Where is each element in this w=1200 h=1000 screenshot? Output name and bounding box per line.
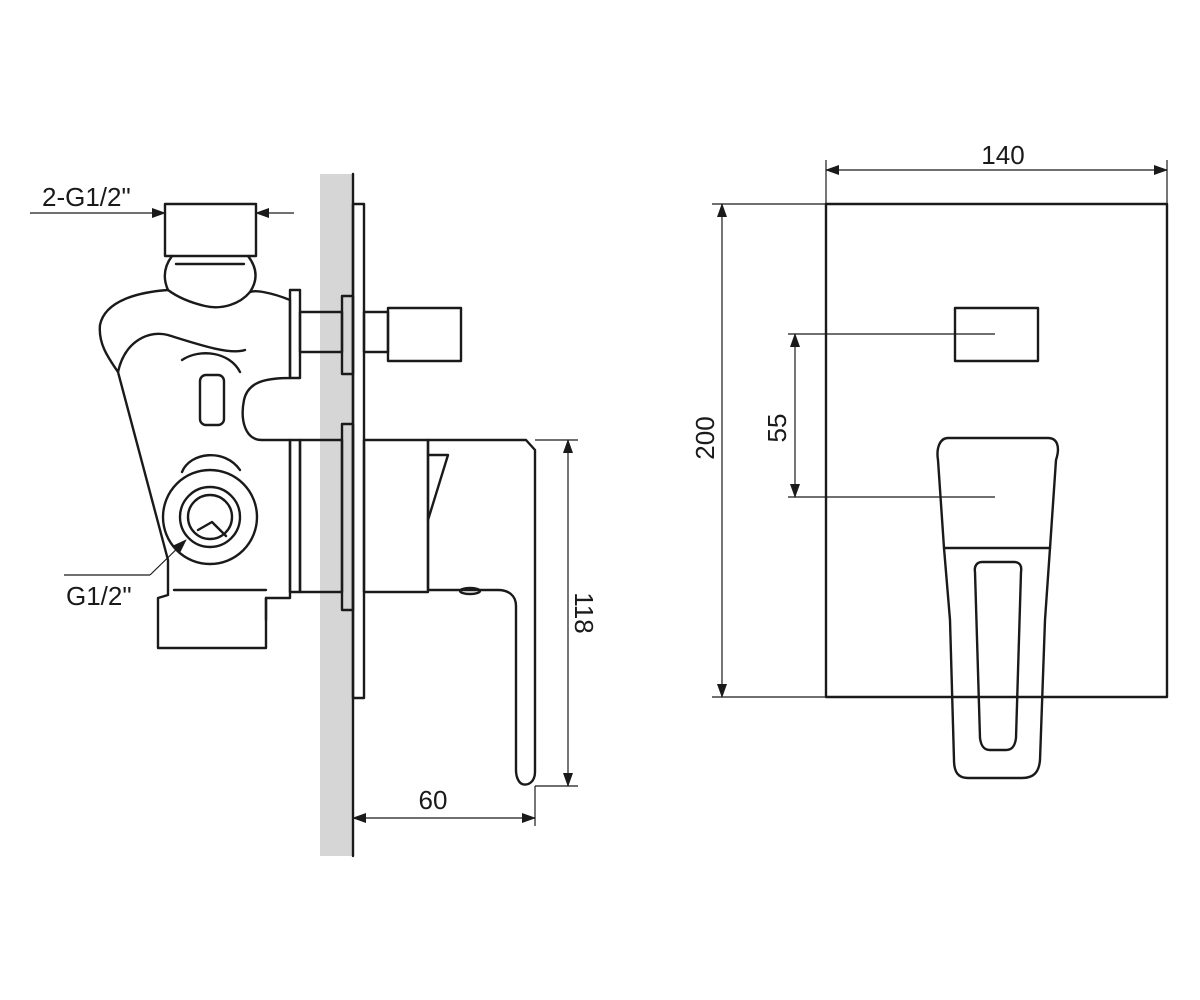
body-contour-c: [180, 454, 242, 474]
inlet-nut: [163, 202, 258, 258]
dim-outlet-thread: G1/2": [64, 539, 187, 611]
body-flange-upper: [288, 288, 302, 380]
outlet-port-outer: [161, 468, 259, 566]
dim-plate-width: 140: [825, 140, 1168, 204]
front-view: 140 200 55: [690, 140, 1169, 780]
outlet-port-ring: [178, 485, 242, 549]
body-contour-b: [180, 352, 242, 374]
lever-front: [936, 436, 1060, 780]
body-base-line: [172, 588, 268, 622]
dim-inlet-thread: 2-G1/2": [30, 182, 294, 218]
outlet-thread-label: G1/2": [66, 581, 132, 611]
lever-height-label: 118: [569, 592, 599, 633]
control-spacing-label: 55: [762, 414, 792, 443]
cartridge-collar: [340, 422, 355, 612]
body-flange-lower: [288, 438, 302, 594]
dim-lever-depth: 60: [352, 785, 536, 826]
diverter-knob-side: [386, 306, 463, 363]
lever-neck: [426, 453, 450, 522]
outlet-port-inner: [186, 493, 234, 541]
outlet-port-detail: [196, 520, 228, 538]
diverter-sleeve: [362, 310, 390, 354]
cover-plate-front: [824, 202, 1169, 699]
dim-plate-height: 200: [690, 203, 826, 698]
cover-plate-side: [351, 202, 366, 700]
diverter-collar: [340, 294, 355, 376]
lever-slot: [973, 560, 1023, 752]
body-contour-a: [116, 332, 247, 374]
lever-pin: [458, 586, 482, 596]
dim-control-spacing: 55: [762, 333, 995, 498]
lever-side: [426, 438, 537, 786]
escutcheon-body: [362, 438, 430, 594]
valve-body: [98, 288, 292, 650]
inlet-thread-label: 2-G1/2": [42, 182, 131, 212]
inlet-neck: [163, 254, 257, 294]
plate-height-label: 200: [690, 416, 720, 459]
plate-width-label: 140: [981, 140, 1024, 170]
lever-depth-label: 60: [419, 785, 448, 815]
wall-section: [320, 174, 353, 856]
side-view: 2-G1/2" G1/2" 118 60: [30, 172, 599, 858]
body-slot: [198, 373, 226, 427]
dim-lever-height: 118: [535, 439, 599, 787]
